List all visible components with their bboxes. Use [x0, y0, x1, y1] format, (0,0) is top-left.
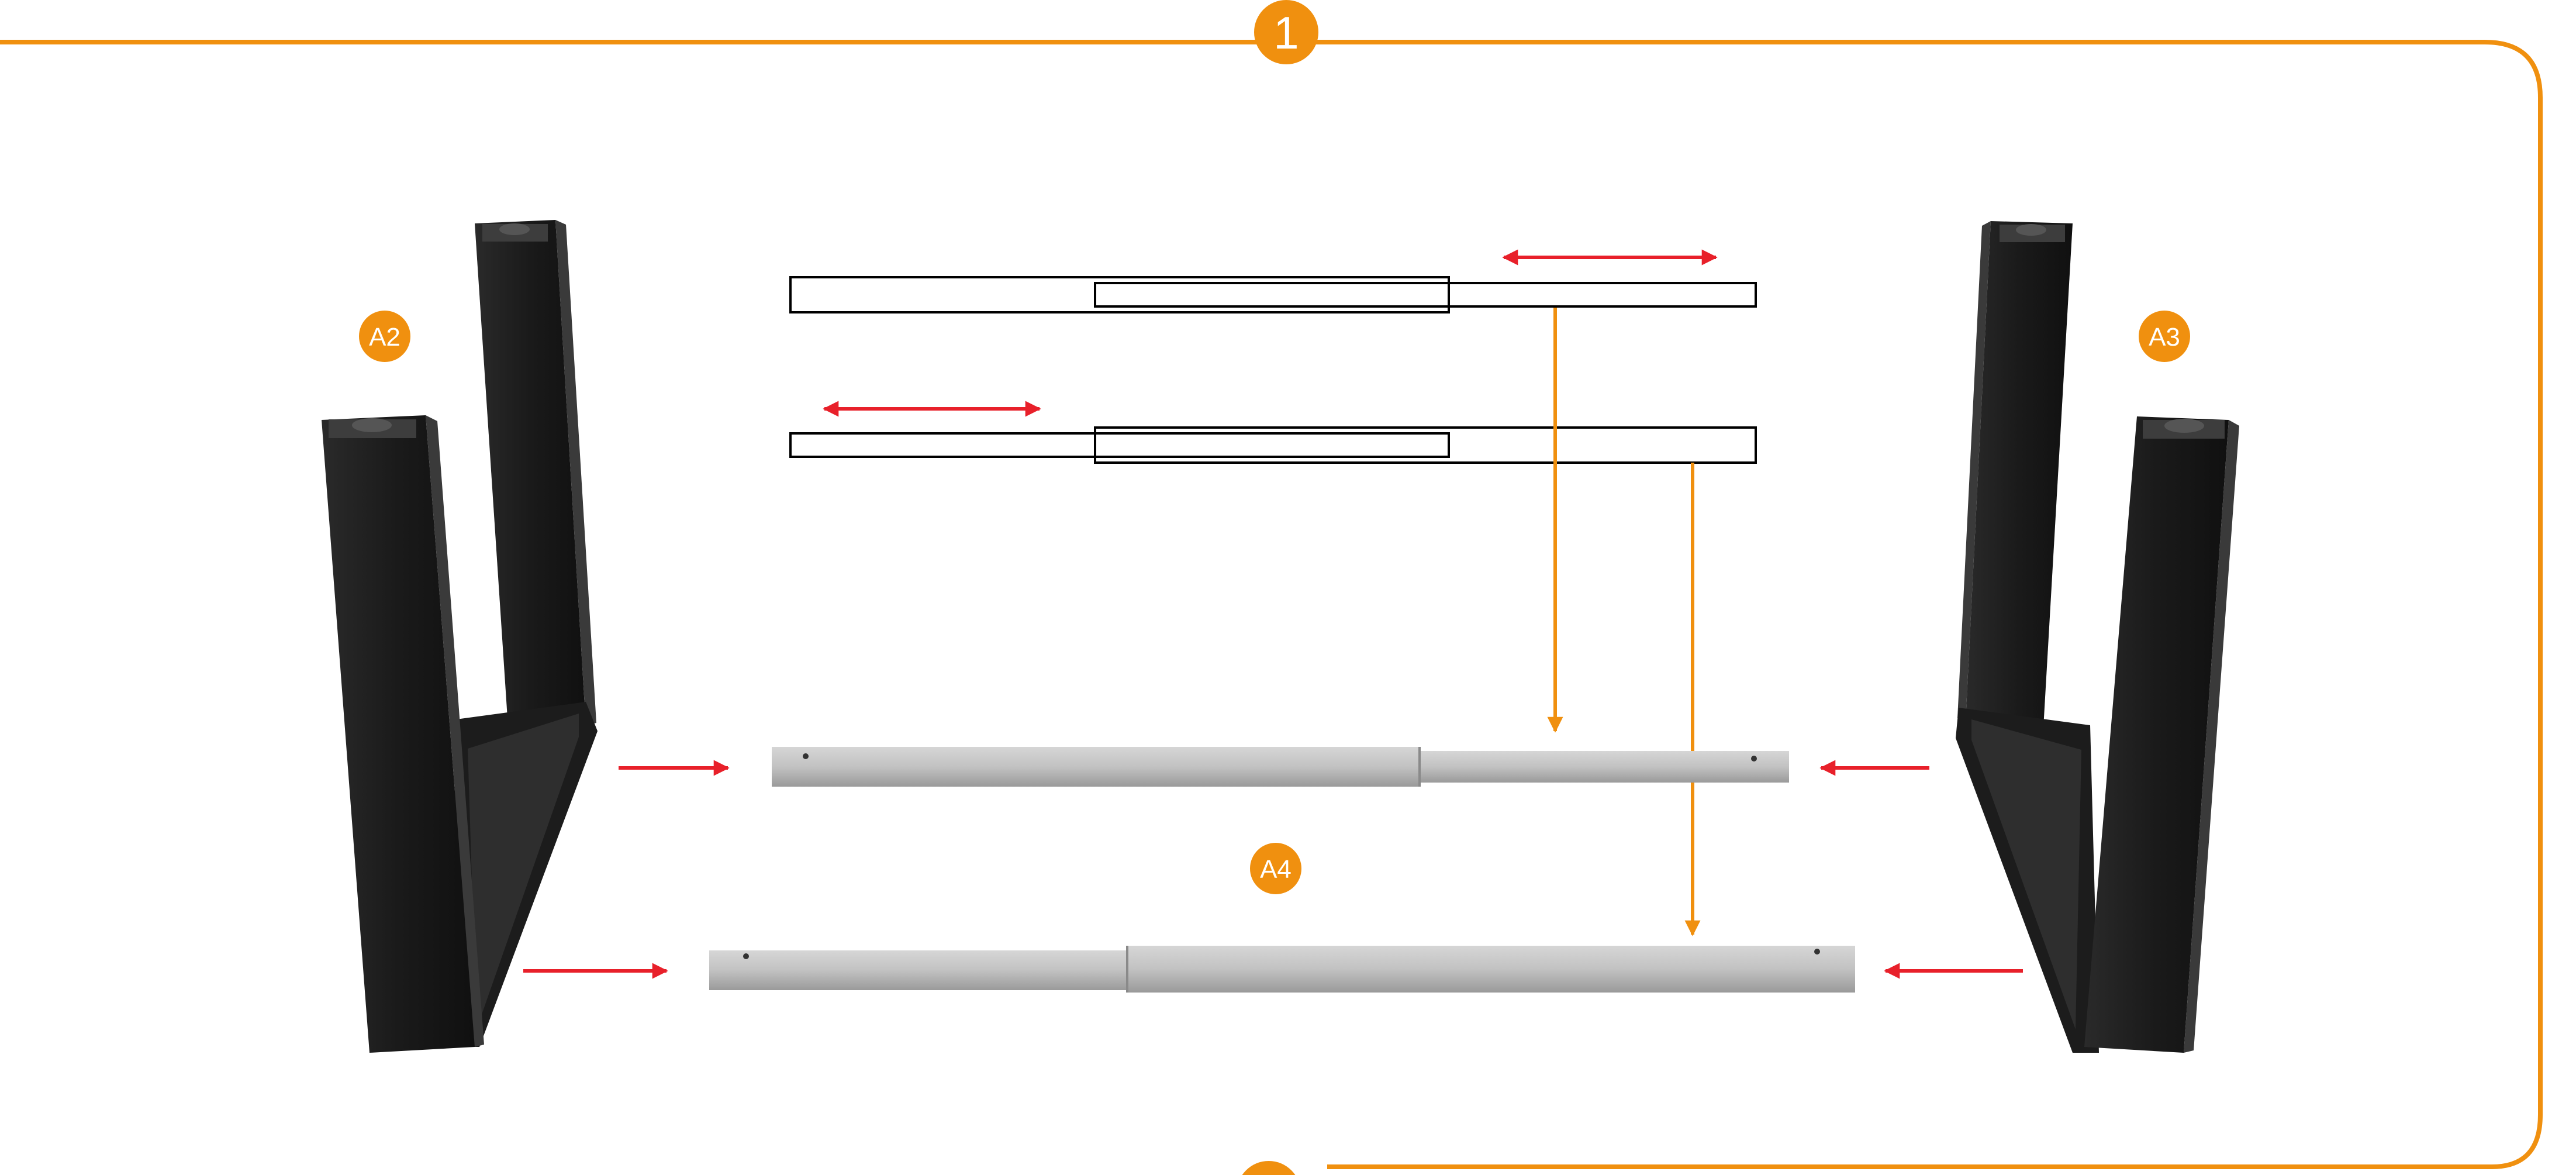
crossbar-bottom — [709, 946, 1855, 993]
crossbar-hole — [803, 753, 809, 759]
leg-cap-back-foot — [499, 223, 530, 235]
leg-bottom-rail-top — [468, 714, 579, 1029]
leg-post-front-side — [426, 415, 484, 1047]
step-badge-circle — [1254, 0, 1318, 64]
outline-outer-tube — [789, 276, 1450, 313]
left-leg-frame — [322, 220, 598, 1053]
outline-outer-tube — [1094, 426, 1757, 464]
part-label: A2 — [369, 323, 400, 352]
crossbar-top — [772, 747, 1789, 787]
leg-post-front — [2084, 416, 2229, 1053]
leg-cap-front-foot — [352, 418, 392, 432]
leg-cap-back-foot — [2016, 224, 2046, 236]
right-leg-frame — [1956, 221, 2239, 1053]
step-1-badge: 1 — [1254, 0, 1318, 64]
step-number: 2 — [1256, 1167, 1281, 1175]
step-number: 1 — [1273, 7, 1299, 58]
step-2-badge: 2 — [1242, 1161, 1296, 1175]
leg-post-back-side — [555, 220, 596, 725]
leg-post-back — [475, 220, 586, 736]
leg-post-front-side — [2184, 420, 2239, 1053]
crossbar-outer-tube — [1127, 946, 1855, 993]
leg-post-back-side — [1957, 221, 1991, 721]
crossbar-outline-bottom — [789, 426, 1757, 464]
step-frame — [0, 40, 2543, 1169]
part-badge-circle — [359, 311, 410, 362]
outline-inner-tube — [1094, 282, 1757, 308]
crossbar-outer-tube — [772, 747, 1420, 787]
crossbar-hole — [743, 953, 749, 959]
part-badge-a4: A4 — [1250, 843, 1301, 894]
crossbar-inner-tube — [1420, 751, 1789, 783]
crossbar-hole — [1814, 949, 1820, 955]
leg-cap-front-foot — [2164, 419, 2204, 433]
crossbar-hole — [1751, 756, 1757, 761]
part-label: A3 — [2149, 323, 2180, 352]
outline-inner-tube — [789, 432, 1450, 458]
part-badge-circle — [1250, 843, 1301, 894]
part-badge-a3: A3 — [2139, 311, 2190, 362]
part-badge-a2: A2 — [359, 311, 410, 362]
step-badge-circle — [1242, 1161, 1296, 1175]
part-label: A4 — [1260, 855, 1292, 884]
crossbar-inner-tube — [709, 950, 1127, 990]
leg-post-front — [322, 415, 475, 1053]
part-badge-circle — [2139, 311, 2190, 362]
leg-post-back — [1966, 221, 2073, 728]
leg-bottom-rail-top — [1971, 719, 2081, 1029]
crossbar-outline-top — [789, 276, 1757, 313]
